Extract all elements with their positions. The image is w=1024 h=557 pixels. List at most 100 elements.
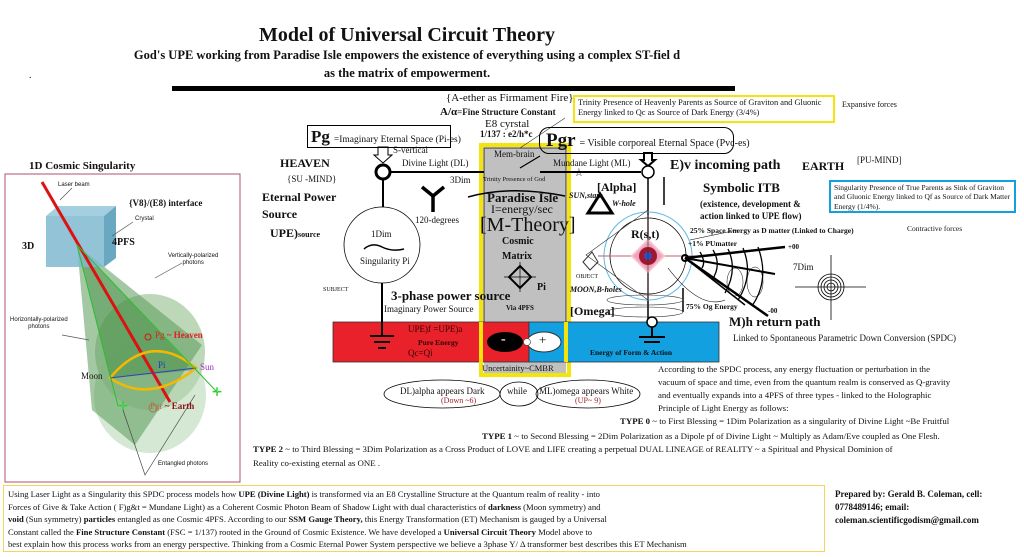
- horizontal-line-2: photons: [28, 323, 50, 330]
- return-path-label: M)h return path: [729, 314, 821, 329]
- uncertainty-label: Uncertainity~CMBR: [482, 363, 554, 373]
- pgr-symbol: Pgr: [546, 130, 576, 151]
- alpha-triangle-icon: [585, 191, 615, 215]
- pi-column-label: Pi: [537, 282, 546, 293]
- qc-label: Qc=Qi: [408, 348, 433, 358]
- paradise-isle-label: Paradise Isle: [487, 190, 559, 205]
- laser-label: Laser beam: [58, 182, 90, 188]
- laser-beam: [40, 181, 172, 403]
- upe-source-label: UPE)source: [270, 226, 321, 240]
- vertical-line-2: photons: [182, 259, 204, 266]
- 3d-label: 3D: [22, 241, 35, 252]
- 7dim-label: 7Dim: [793, 262, 814, 272]
- bottom-line-4: Constant called the Fine Structure Const…: [8, 526, 820, 539]
- pi-fig-label: Pi: [158, 360, 166, 370]
- stray-dot: .: [29, 70, 32, 81]
- itb-desc-1: (existence, development &: [700, 199, 801, 209]
- text: Constant called the: [8, 526, 77, 537]
- subject-label: SUBJECT: [323, 287, 349, 293]
- pg-box: Pg =Imaginary Eternal Space (Pi-es): [307, 125, 461, 148]
- omega-label: [Omega]: [570, 304, 615, 318]
- earth-label: EARTH: [802, 159, 845, 173]
- m-theory-label: [M-Theory]: [480, 214, 576, 236]
- aether-label: {A-ether as Firmament Fire}: [446, 92, 574, 104]
- 3dim-arc: [467, 190, 566, 198]
- three-phase-label: 3-phase power source: [391, 288, 511, 303]
- laser-pointer: [59, 187, 73, 201]
- singularity-circle: [343, 206, 421, 284]
- spdc-para-4: Principle of Light Energy as follows:: [658, 403, 789, 413]
- while-label: while: [507, 386, 527, 396]
- pg-fig: Pg: [155, 330, 165, 340]
- earth-fig: ~ Earth: [164, 401, 195, 411]
- su-mind-label: {SU -MIND}: [287, 174, 337, 184]
- pg-text: =Imaginary Eternal Space (Pi-es): [333, 135, 461, 145]
- text: (Moon symmetry) and: [520, 501, 601, 512]
- singularity-box: Singularity Presence of True Parents as …: [829, 180, 1016, 213]
- text: Using Laser Light as a Singularity this …: [8, 489, 239, 499]
- text: is transformed via an E8 Crystalline Str…: [309, 489, 600, 499]
- credits-email[interactable]: coleman.scientificgodism@gmail.com: [835, 515, 979, 525]
- bottom-line-3: void (Sun symmetry) particles entangled …: [8, 513, 820, 526]
- y-symbol-icon: [420, 185, 446, 212]
- page-title: Model of Universal Circuit Theory: [259, 24, 555, 46]
- text: Model above to: [535, 526, 593, 537]
- mem-brain-label: Mem-brain: [494, 149, 535, 159]
- trinity-heavenly-text: Trinity Presence of Heavenly Parents as …: [578, 98, 822, 118]
- upe-label: UPE): [270, 226, 298, 240]
- moon-fig-label: Moon: [81, 371, 103, 381]
- ml-omega-label: ML)omega appears White: [539, 386, 634, 396]
- e8-crystal-label: E8 cyrstal: [485, 118, 530, 130]
- og-energy-label: 75% Og Energy: [686, 302, 738, 311]
- up-label: (UP~ 9): [575, 396, 601, 405]
- s-vertical-label: S-vertical: [393, 145, 428, 155]
- bottom-explanation-box: Using Laser Light as a Singularity this …: [3, 485, 825, 552]
- text-bold: UPE (Divine Light): [238, 489, 310, 499]
- title-underline: [172, 86, 735, 91]
- text: Forces of Give & Take Action ( F)g&t = M…: [8, 501, 488, 512]
- plus00-label: +00: [788, 243, 799, 251]
- spdc-para-2: vacuum of space and time, even from the …: [658, 377, 951, 387]
- down-label: (Down ~6): [441, 396, 477, 405]
- pg-symbol: Pg: [311, 127, 330, 146]
- sun-stars-label: SUN,stars: [569, 191, 603, 200]
- star-icon: ☆: [574, 167, 584, 179]
- green-ray-right: [76, 244, 219, 394]
- expansive-forces-label: Expansive forces: [842, 100, 897, 109]
- bottom-line-5: best explain how this process works from…: [8, 539, 687, 550]
- form-action-label: Energy of Form & Action: [590, 348, 673, 357]
- heaven-label: HEAVEN: [280, 156, 330, 170]
- source-label: Source: [262, 207, 298, 221]
- type2-text: ~ to Third Blessing = 3Dim Polarization …: [283, 444, 893, 454]
- upe-sub: source: [298, 230, 321, 239]
- 120-degrees-label: 120-degrees: [415, 215, 459, 225]
- 1dim-label: 1Dim: [371, 229, 392, 239]
- text: (FSC = 1/137) rooted in the Ground of Co…: [165, 526, 444, 537]
- horizontal-pointer: [61, 334, 90, 341]
- type0-line: TYPE 0 ~ to First Blessing = 1Dim Polari…: [620, 416, 949, 427]
- ground-icon-right: [639, 327, 665, 343]
- rst-label: R(s,t): [631, 227, 660, 241]
- interface-label: {V8}/(E8) interface: [129, 198, 203, 208]
- text: this Energy Transformation (ET) Mechanis…: [362, 514, 607, 525]
- energy-per-sec-label: I=energy/sec: [491, 202, 553, 216]
- 4pfs-label: 4PFS: [112, 237, 135, 248]
- text: (Sun symmetry): [23, 514, 84, 525]
- crystal-pointer: [111, 221, 134, 237]
- text-bold: void: [8, 514, 24, 525]
- text-bold: particles: [83, 514, 116, 525]
- cosmic-label: Cosmic: [502, 236, 534, 247]
- heaven-fig: ~ Heaven: [166, 330, 203, 340]
- moon-sun-axis: [109, 367, 197, 379]
- pure-energy-label: Pure Energy: [418, 338, 459, 347]
- text-bold: Fine Structure Constant: [76, 526, 166, 537]
- inner-cone: [77, 245, 195, 378]
- entangled-photon-left-icon: ✛: [118, 399, 128, 413]
- omega-ripples: [606, 294, 684, 318]
- vertical-pointer: [154, 262, 183, 279]
- fsc-row: A/α=Fine Structure Constant: [440, 106, 556, 118]
- incoming-arrow: [638, 152, 658, 168]
- object-icon: [582, 251, 599, 271]
- heaven-node: [374, 163, 392, 181]
